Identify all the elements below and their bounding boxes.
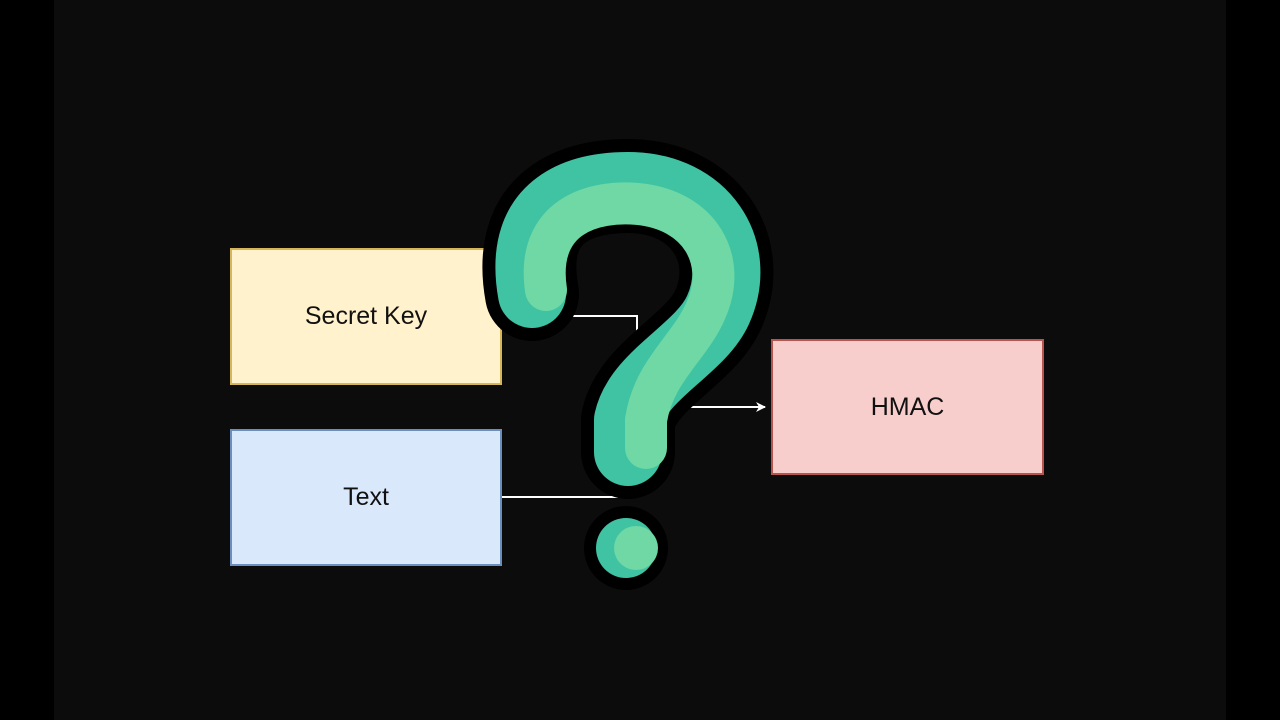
node-secret-key: Secret Key [230,248,502,385]
node-text: Text [230,429,502,566]
node-text-label: Text [343,483,389,511]
node-hmac-label: HMAC [870,392,945,421]
node-secret-key-label: Secret Key [304,302,428,330]
node-hmac: HMAC [771,339,1044,475]
